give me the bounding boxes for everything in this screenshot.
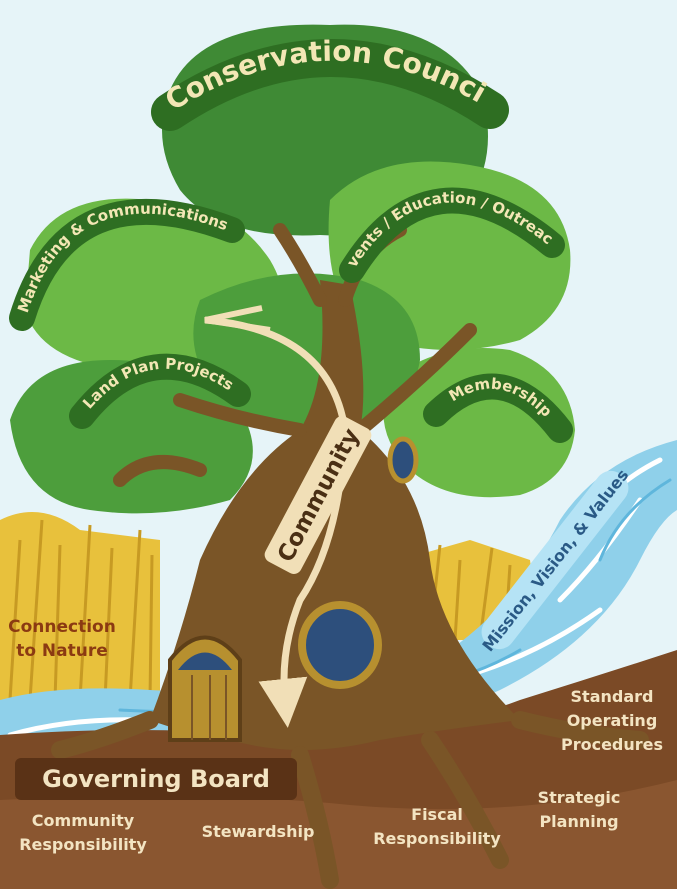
fiscal-line1: Fiscal	[411, 805, 463, 824]
marketing-band	[9, 198, 245, 331]
tree-window-small	[387, 436, 419, 484]
strategic-line1: Strategic	[538, 788, 621, 807]
community-responsibility-line2: Responsibility	[19, 835, 147, 854]
land-plan-band	[69, 353, 251, 429]
stewardship-label: Stewardship	[202, 822, 315, 841]
tree-window-large	[298, 601, 382, 689]
connection-label-line2: to Nature	[16, 641, 108, 661]
sop-line1: Standard	[571, 687, 654, 706]
sop-line2: Operating	[567, 711, 658, 730]
connection-label-line1: Connection	[8, 617, 116, 637]
tree-door	[168, 635, 242, 742]
community-arrow-head-top	[204, 305, 271, 333]
community-arrow	[204, 316, 349, 728]
tree-canopy	[10, 24, 575, 514]
governing-board-band	[15, 758, 297, 800]
title-band	[151, 39, 509, 131]
governing-board-title: Governing Board	[42, 765, 270, 793]
events-band	[339, 187, 565, 283]
community-responsibility-line1: Community	[32, 811, 135, 830]
sop-line3: Procedures	[561, 735, 663, 754]
fiscal-line2: Responsibility	[373, 829, 501, 848]
strategic-line2: Planning	[539, 812, 618, 831]
membership-band	[423, 373, 573, 443]
